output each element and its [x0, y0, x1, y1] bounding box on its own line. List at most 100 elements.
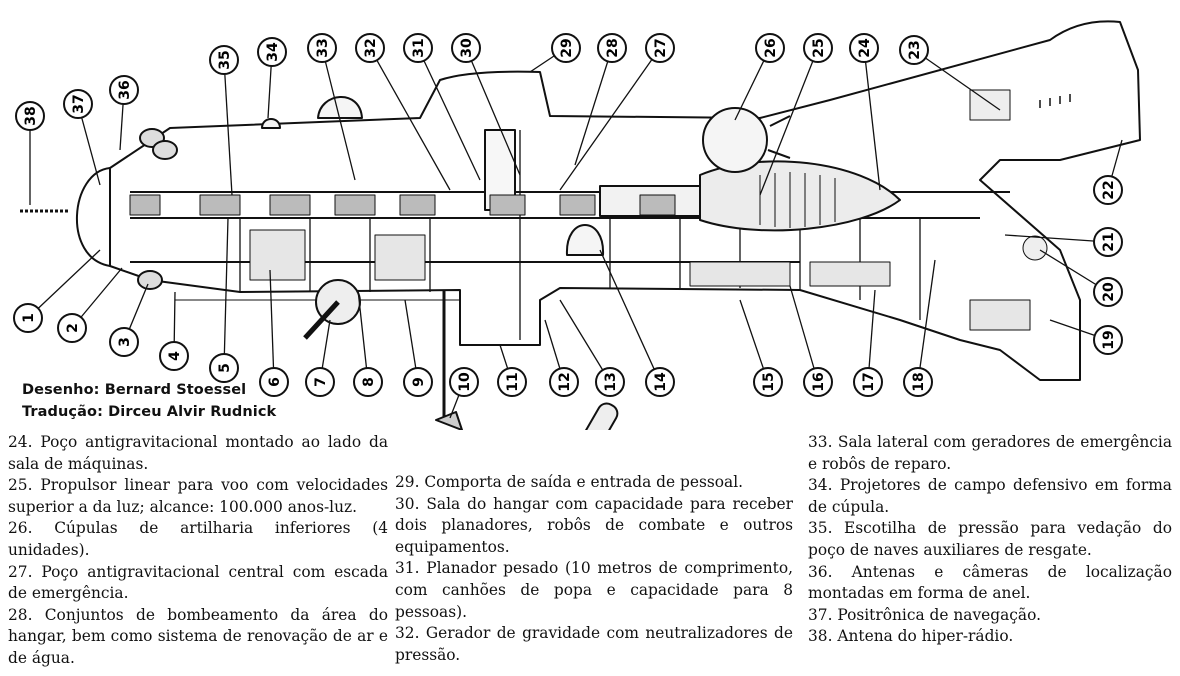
- callout-leader-25: [759, 47, 819, 196]
- callout-circle-34: [257, 37, 287, 67]
- callout-label-6: 6: [267, 377, 283, 387]
- callout-leader-14: [599, 249, 661, 383]
- callout-label-25: 25: [811, 38, 827, 57]
- callout-circle-25: [803, 33, 833, 63]
- callout-circle-19: [1093, 325, 1123, 355]
- callout-label-29: 29: [559, 38, 575, 57]
- callout-circle-8: [353, 367, 383, 397]
- callout-label-19: 19: [1101, 330, 1117, 349]
- legend-item-25: 25. Propulsor linear para voo com veloci…: [8, 476, 388, 516]
- callout-leader-18: [917, 259, 936, 383]
- legend-item-27: 27. Poço antigravitacional central com e…: [8, 562, 388, 603]
- callout-leader-5: [223, 217, 229, 369]
- drawing-credit: Desenho: Bernard Stoessel: [22, 382, 247, 398]
- callout-circle-5: [209, 353, 239, 383]
- callout-label-33: 33: [315, 38, 331, 57]
- callout-label-34: 34: [265, 42, 281, 62]
- callout-circle-18: [903, 367, 933, 397]
- legend-item-37: 37. Positrônica de navegação.: [808, 605, 1041, 624]
- callout-circle-20: [1093, 277, 1123, 307]
- callout-leader-16: [789, 285, 819, 383]
- callout-label-17: 17: [861, 372, 877, 391]
- callout-leader-27: [559, 47, 661, 191]
- hull-outline: [109, 20, 1141, 381]
- callout-label-7: 7: [313, 377, 329, 387]
- callout-circle-14: [645, 367, 675, 397]
- callout-label-23: 23: [907, 40, 923, 59]
- callout-leader-23: [913, 49, 1001, 111]
- callout-label-32: 32: [363, 38, 379, 57]
- callout-label-28: 28: [605, 38, 621, 57]
- callout-label-14: 14: [653, 372, 669, 392]
- callout-leader-28: [574, 47, 613, 166]
- callout-label-24: 24: [857, 38, 873, 58]
- upper-dome-small: [261, 118, 281, 129]
- callout-leader-33: [321, 47, 356, 181]
- callout-label-31: 31: [411, 38, 427, 57]
- callout-circle-37: [63, 89, 93, 119]
- callout-label-8: 8: [361, 377, 377, 387]
- callout-leader-35: [223, 59, 233, 196]
- callout-label-3: 3: [117, 337, 133, 347]
- legend-item-36: 36. Antenas e câmeras de localização mon…: [808, 562, 1172, 603]
- callout-leader-17: [867, 289, 876, 383]
- callout-circle-35: [209, 45, 239, 75]
- legend-item-28: 28. Conjuntos de bombeamento da área do …: [8, 605, 388, 667]
- callout-label-10: 10: [457, 372, 473, 392]
- legend-item-26: 26. Cúpulas de artilharia inferiores (4 …: [8, 519, 388, 559]
- callout-label-38: 38: [23, 106, 39, 125]
- callout-circle-17: [853, 367, 883, 397]
- callout-circle-27: [645, 33, 675, 63]
- callout-circle-31: [403, 33, 433, 63]
- callout-leader-31: [417, 47, 481, 181]
- callout-leader-24: [863, 47, 881, 191]
- callout-label-26: 26: [763, 38, 779, 57]
- legend-column-3: 33. Sala lateral com geradores de emergê…: [808, 432, 1172, 648]
- callout-circle-26: [755, 33, 785, 63]
- callout-label-36: 36: [117, 80, 133, 99]
- callout-circle-15: [753, 367, 783, 397]
- callout-circle-1: [13, 303, 43, 333]
- callout-circle-28: [597, 33, 627, 63]
- ship-cutaway-drawing: 1234567891011121314151617181920212223242…: [13, 20, 1141, 430]
- callout-label-21: 21: [1101, 232, 1117, 251]
- side-dome: [565, 224, 605, 256]
- callout-circle-22: [1093, 175, 1123, 205]
- callout-circle-13: [595, 367, 625, 397]
- legend-item-32: 32. Gerador de gravidade com neutralizad…: [395, 624, 793, 664]
- callout-label-4: 4: [167, 351, 183, 361]
- callout-circle-16: [803, 367, 833, 397]
- legend-column-2: 29. Comporta de saída e entrada de pesso…: [395, 472, 793, 666]
- callout-label-1: 1: [21, 313, 37, 323]
- legend-item-34: 34. Projetores de campo defensivo em for…: [808, 476, 1172, 516]
- legend-column-1: 24. Poço antigravitacional montado ao la…: [8, 432, 388, 670]
- callout-circle-12: [549, 367, 579, 397]
- callout-circle-7: [305, 367, 335, 397]
- glider-31: [581, 402, 619, 430]
- callout-leader-1: [27, 249, 101, 319]
- callout-label-15: 15: [761, 372, 777, 391]
- callout-label-22: 22: [1101, 180, 1117, 199]
- callout-leader-8: [357, 289, 369, 383]
- callout-leader-32: [369, 47, 451, 191]
- callout-circle-4: [159, 341, 189, 371]
- callout-circle-9: [403, 367, 433, 397]
- upper-dome-34: [317, 96, 363, 119]
- legend-item-24: 24. Poço antigravitacional montado ao la…: [8, 433, 388, 473]
- callout-leader-6: [269, 269, 275, 383]
- callout-circle-23: [899, 35, 929, 65]
- callout-circle-29: [551, 33, 581, 63]
- callout-circle-24: [849, 33, 879, 63]
- translation-credit: Tradução: Dirceu Alvir Rudnick: [22, 404, 277, 420]
- callout-circle-30: [451, 33, 481, 63]
- legend-item-33: 33. Sala lateral com geradores de emergê…: [808, 433, 1172, 473]
- nose-dome: [76, 167, 111, 267]
- callout-circle-3: [109, 327, 139, 357]
- legend-item-35: 35. Escotilha de pressão para vedação do…: [808, 519, 1172, 559]
- callout-label-13: 13: [603, 372, 619, 391]
- callout-label-16: 16: [811, 372, 827, 391]
- callout-circle-11: [497, 367, 527, 397]
- callout-label-5: 5: [217, 363, 233, 373]
- callout-label-20: 20: [1101, 282, 1117, 302]
